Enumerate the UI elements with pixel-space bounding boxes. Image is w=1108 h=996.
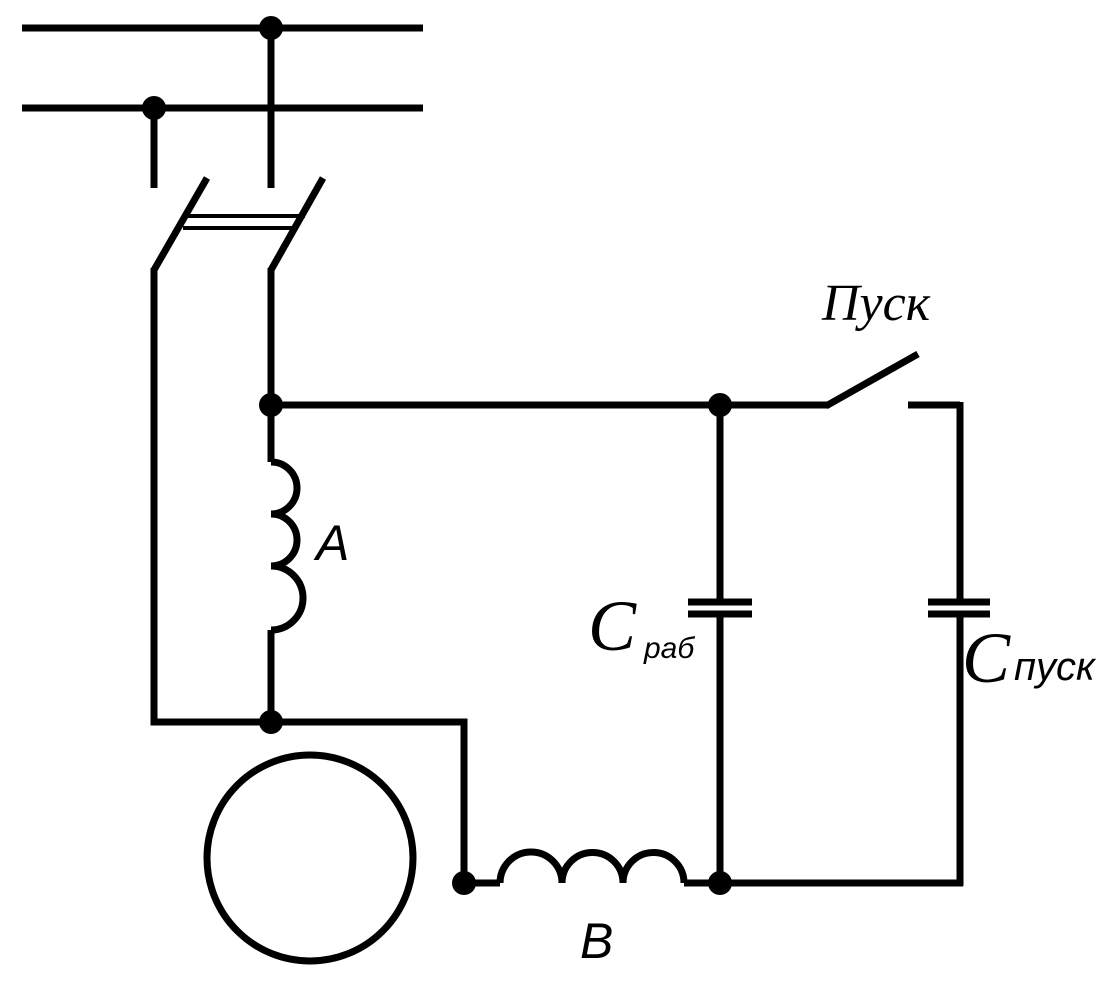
start-switch-label: Пуск	[821, 275, 931, 332]
run-cap-label: C	[588, 586, 637, 666]
motor-rotor-circle	[203, 751, 417, 965]
main-switch	[150, 176, 327, 272]
start-cap-label-subscript: пуск	[1014, 645, 1097, 689]
start-cap-label: C	[962, 618, 1011, 698]
winding-b-branch: B	[452, 848, 963, 969]
node-winding-a-bottom	[259, 710, 283, 734]
left-return-wire	[150, 268, 468, 883]
winding-b-coil	[496, 848, 688, 884]
node-winding-b-right	[708, 871, 732, 895]
winding-a-label: A	[313, 515, 349, 571]
winding-b-label: B	[580, 913, 613, 969]
node-winding-b-left	[452, 871, 476, 895]
start-capacitor: C пуск	[928, 402, 1097, 886]
start-switch-blade	[824, 350, 920, 410]
winding-a-coil	[270, 458, 307, 634]
run-capacitor: C раб	[588, 405, 752, 883]
switch-blade-left	[150, 176, 211, 272]
winding-a-branch: A	[259, 268, 349, 734]
run-cap-label-subscript: раб	[643, 632, 695, 665]
supply-lines	[22, 16, 423, 188]
start-switch: Пуск	[821, 275, 960, 410]
switch-blade-right	[267, 176, 327, 272]
